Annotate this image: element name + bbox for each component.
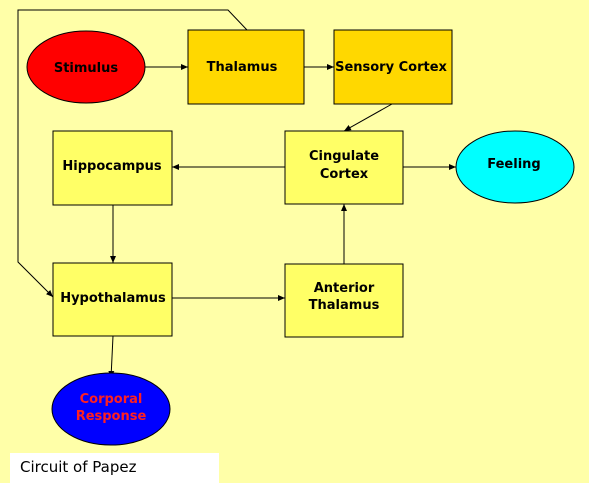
node-hypothalamus: Hypothalamus xyxy=(52,262,173,337)
hypothalamus-box xyxy=(52,262,173,337)
hypothalamus-label: Hypothalamus xyxy=(60,291,166,306)
feeling-label: Feeling xyxy=(487,157,540,172)
feeling-shape xyxy=(455,130,575,204)
corporal-response-shape xyxy=(51,372,171,446)
corporal-response-label-line1: Corporal xyxy=(80,392,143,407)
hippocampus-label: Hippocampus xyxy=(62,159,161,174)
thalamus-label: Thalamus xyxy=(207,60,278,75)
stimulus-label: Stimulus xyxy=(54,61,119,76)
anterior-thalamus-label-line2: Thalamus xyxy=(309,298,380,313)
arrow-sensory-cortex-to-cingulate xyxy=(343,103,393,132)
diagram-caption: Circuit of Papez xyxy=(10,453,219,483)
node-stimulus: Stimulus xyxy=(26,30,146,104)
anterior-thalamus-box xyxy=(284,263,404,338)
sensory-cortex-label: Sensory Cortex xyxy=(335,60,447,75)
connectors xyxy=(17,9,456,379)
anterior-thalamus-label-line1: Anterior xyxy=(314,281,375,296)
node-cingulate-cortex: Cingulate Cortex xyxy=(284,130,404,205)
arrow-hypothalamus-to-corporal-response xyxy=(108,335,115,379)
hippocampus-box xyxy=(52,130,173,206)
node-thalamus: Thalamus xyxy=(187,29,305,105)
cingulate-cortex-box xyxy=(284,130,404,205)
sensory-cortex-box xyxy=(333,29,453,105)
node-hippocampus: Hippocampus xyxy=(52,130,173,206)
node-corporal-response: Corporal Response xyxy=(51,372,171,446)
node-anterior-thalamus: Anterior Thalamus xyxy=(284,263,404,338)
node-feeling: Feeling xyxy=(455,130,575,204)
cingulate-cortex-label-line2: Cortex xyxy=(320,167,369,182)
cingulate-cortex-label-line1: Cingulate xyxy=(309,149,379,164)
node-sensory-cortex: Sensory Cortex xyxy=(333,29,453,105)
thalamus-box xyxy=(187,29,305,105)
corporal-response-label-line2: Response xyxy=(76,409,147,424)
arrow-thalamus-to-hypothalamus xyxy=(17,9,248,298)
stimulus-shape xyxy=(26,30,146,104)
